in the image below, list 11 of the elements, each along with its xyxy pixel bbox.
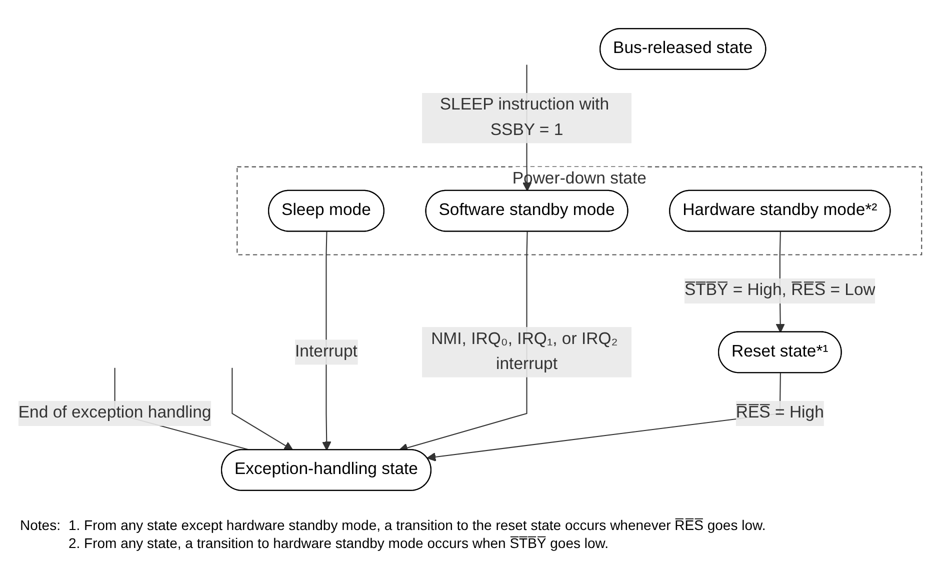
edge-label: S̅T̅B̅Y̅ = High, R̅E̅S̅ = Low (684, 281, 876, 300)
arrow (322, 232, 332, 451)
notes-heading: Notes: (20, 517, 60, 535)
edge-label: Interrupt (295, 342, 358, 361)
edge-label: R̅E̅S̅ = High (736, 404, 824, 422)
note-text: 2. From any state, a transition to hardware standby mode occurs when S̅T̅B̅Y̅ goes low. (68, 535, 610, 551)
edge-label: NMI, IRQ₀, IRQ₁, or IRQ₂ interrupt (431, 330, 618, 374)
arrow (232, 368, 294, 451)
edge-label: SLEEP instruction with SSBY = 1 (440, 96, 610, 140)
edge-label: End of exception handling (18, 404, 212, 422)
note-text: 1. From any state except hardware standby mode, a transition to the reset state occurs whenever R̅E̅S̅ goes low. (68, 517, 766, 533)
